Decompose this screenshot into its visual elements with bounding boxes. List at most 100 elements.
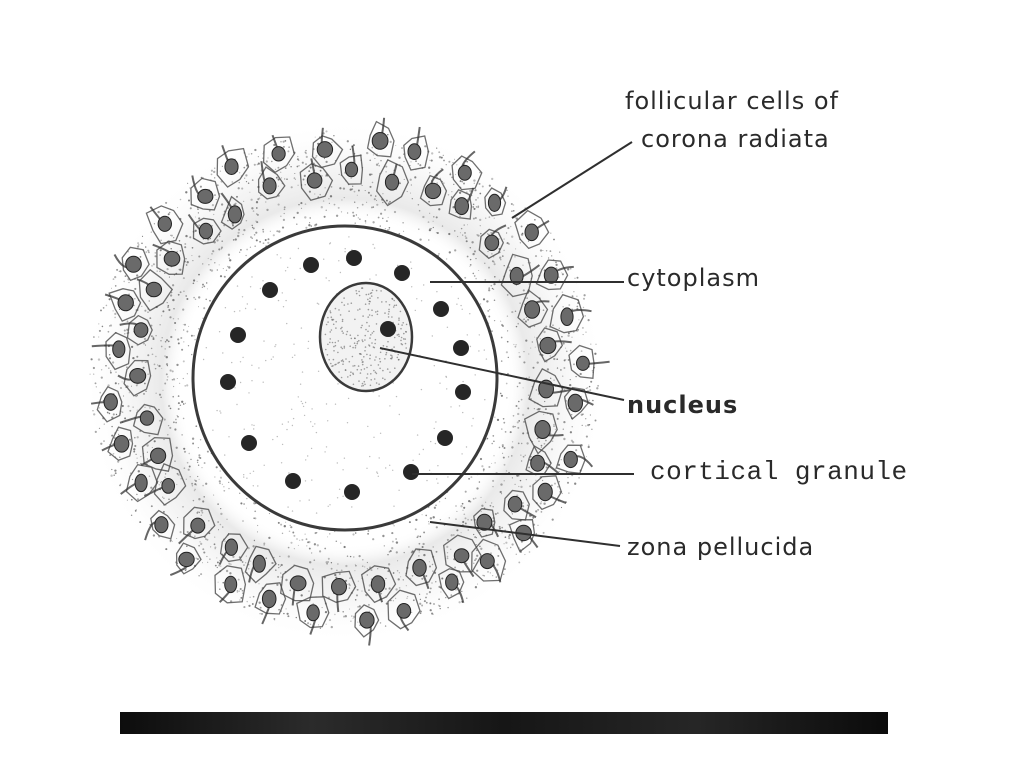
stipple-dot xyxy=(358,555,361,558)
stipple-dot xyxy=(517,426,520,429)
stipple-dot xyxy=(489,572,491,574)
stipple-dot xyxy=(160,340,162,342)
stipple-dot xyxy=(169,316,172,319)
cytoplasm-dot xyxy=(305,459,307,461)
stipple-dot xyxy=(350,620,352,622)
stipple-dot xyxy=(346,555,349,557)
stipple-dot xyxy=(527,407,530,410)
stipple-dot xyxy=(498,238,500,240)
stipple-dot xyxy=(222,268,224,270)
stipple-dot xyxy=(146,451,148,453)
stipple-dot xyxy=(395,541,399,544)
stipple-dot xyxy=(419,612,422,615)
stipple-dot xyxy=(432,226,434,229)
stipple-dot xyxy=(357,217,359,219)
cell-nucleus xyxy=(252,554,266,573)
stipple-dot xyxy=(92,366,96,370)
stipple-dot xyxy=(320,206,323,209)
stipple-dot xyxy=(452,206,455,209)
cytoplasm-dot xyxy=(457,297,459,300)
cytoplasm-dot xyxy=(246,303,248,305)
stipple-dot xyxy=(432,516,435,519)
stipple-dot xyxy=(297,159,300,162)
stipple-dot xyxy=(123,329,126,332)
stipple-dot xyxy=(549,250,552,252)
cell-outline xyxy=(156,240,186,275)
stipple-dot xyxy=(236,195,238,198)
cytoplasm-dot xyxy=(398,489,400,491)
nucleus-dot xyxy=(385,301,387,303)
stipple-dot xyxy=(226,518,228,520)
label-follicular-line1: follicular cells of xyxy=(625,87,839,115)
nucleus-dot xyxy=(341,359,344,361)
cytoplasm-dot xyxy=(366,467,368,469)
stipple-dot xyxy=(141,305,143,307)
cytoplasm-dot xyxy=(291,510,294,512)
stipple-dot xyxy=(372,206,375,208)
stipple-dot xyxy=(560,369,562,371)
stipple-dot xyxy=(539,337,542,340)
stipple-dot xyxy=(93,373,95,375)
stipple-dot xyxy=(586,386,589,389)
cytoplasm-dot xyxy=(462,380,464,383)
stipple-dot xyxy=(195,557,198,560)
cytoplasm-dot xyxy=(325,277,327,279)
nucleus-dot xyxy=(349,374,352,377)
stipple-dot xyxy=(384,228,387,230)
stipple-dot xyxy=(472,272,475,275)
stipple-dot xyxy=(439,607,441,610)
stipple-dot xyxy=(133,448,136,451)
cytoplasm-dot xyxy=(297,247,300,250)
nucleus-dot xyxy=(390,354,392,357)
nucleus-dot xyxy=(354,318,356,321)
stipple-dot xyxy=(109,325,111,327)
stipple-dot xyxy=(490,552,492,554)
nucleus-dot xyxy=(384,378,386,381)
stipple-dot xyxy=(553,238,555,241)
nucleus-dot xyxy=(339,314,342,316)
cytoplasm-dot xyxy=(259,287,262,290)
cytoplasm-dot xyxy=(389,464,391,466)
stipple-dot xyxy=(489,309,491,311)
nucleus-dot xyxy=(374,342,376,345)
cytoplasm-dot xyxy=(351,506,353,508)
stipple-dot xyxy=(239,599,241,601)
stipple-dot xyxy=(163,418,166,421)
stipple-dot xyxy=(160,239,162,241)
stipple-dot xyxy=(545,250,548,252)
stipple-dot xyxy=(568,492,570,494)
cell-outline xyxy=(219,533,249,563)
stipple-dot xyxy=(484,501,487,503)
stipple-dot xyxy=(290,541,293,544)
stipple-dot xyxy=(218,564,221,567)
stipple-dot xyxy=(335,214,339,217)
cytoplasm-dot xyxy=(301,402,304,405)
stipple-dot xyxy=(328,202,331,205)
stipple-dot xyxy=(244,177,246,179)
stipple-dot xyxy=(230,563,232,565)
stipple-dot xyxy=(257,156,259,158)
stipple-dot xyxy=(98,329,101,332)
cell-nucleus xyxy=(271,146,286,162)
stipple-dot xyxy=(130,440,132,442)
stipple-dot xyxy=(255,201,259,204)
stipple-dot xyxy=(191,255,193,257)
stipple-dot xyxy=(165,201,168,204)
cytoplasm-dot xyxy=(244,307,247,310)
stipple-dot xyxy=(121,411,124,414)
stipple-dot xyxy=(177,517,179,519)
nucleus-dot xyxy=(330,362,332,365)
stipple-dot xyxy=(327,561,329,563)
stipple-dot xyxy=(473,562,475,564)
stipple-dot xyxy=(197,208,199,210)
stipple-dot xyxy=(112,452,115,455)
stipple-dot xyxy=(398,572,401,574)
cell-outline xyxy=(438,568,465,600)
cytoplasm-dot xyxy=(434,442,437,445)
stipple-dot xyxy=(478,481,481,483)
stipple-dot xyxy=(160,345,163,348)
stipple-dot xyxy=(278,230,281,233)
stipple-dot xyxy=(240,559,243,562)
nucleus-dot xyxy=(380,290,382,292)
